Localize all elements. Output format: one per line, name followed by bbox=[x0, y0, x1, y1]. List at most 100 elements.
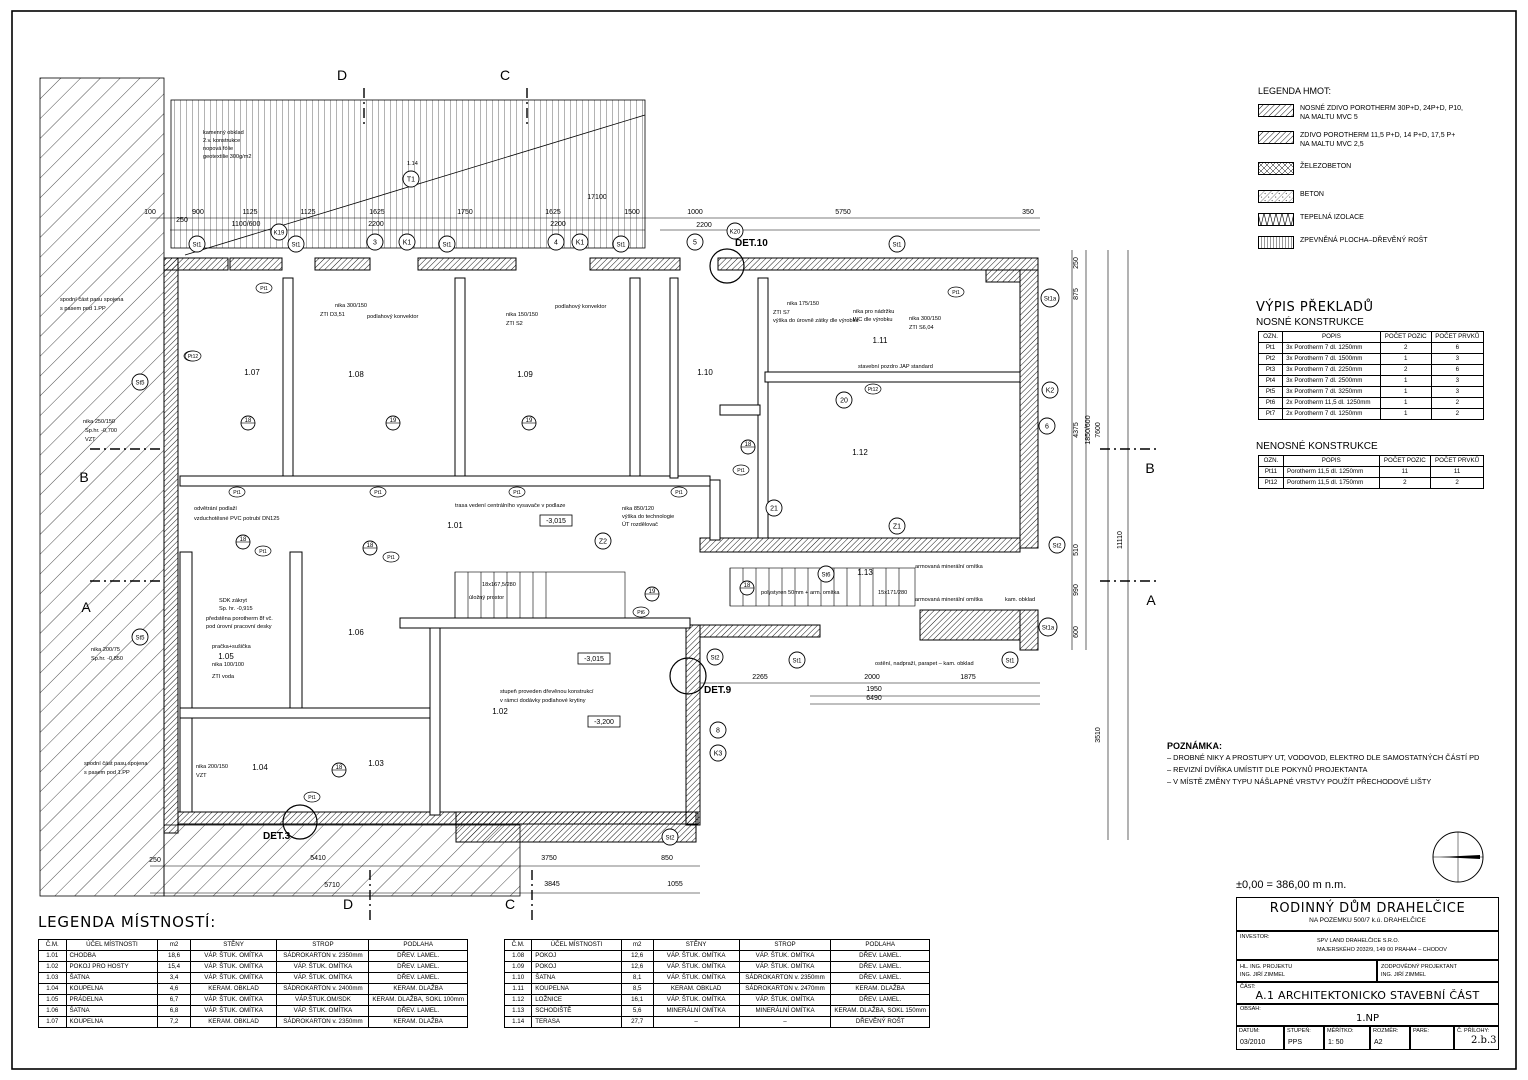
non-load-bearing-title: NENOSNÉ KONSTRUKCE bbox=[1256, 441, 1378, 452]
title-field-value: 2.b.3 bbox=[1471, 1035, 1497, 1046]
material-swatch bbox=[1258, 190, 1294, 203]
callout-circle bbox=[1048, 536, 1066, 554]
table-header-cell: POČET PRVKŮ bbox=[1430, 331, 1485, 343]
walls bbox=[163, 257, 1039, 843]
part-label: ČÁST: bbox=[1240, 984, 1256, 990]
dimension-right: 4375 bbox=[1073, 422, 1080, 438]
callout-circle bbox=[594, 532, 612, 550]
plan-note: kam. obklad bbox=[1005, 597, 1035, 603]
lintel-tag-oval bbox=[508, 486, 526, 498]
table-cell: 3x Porotherm 7 dl. 1500mm bbox=[1282, 353, 1381, 365]
table-header-cell: POPIS bbox=[1282, 455, 1380, 467]
callout-label: St1a bbox=[1044, 297, 1057, 303]
title-field-label: DATUM: bbox=[1239, 1028, 1260, 1034]
plan-note: podlahový konvektor bbox=[367, 314, 418, 320]
plan-note: ZTI S2 bbox=[506, 321, 523, 327]
table-cell: 15,4 bbox=[157, 961, 191, 973]
lintel-tag-oval bbox=[864, 383, 882, 395]
callout-circle bbox=[131, 628, 149, 646]
lintel-tag: Pt1 bbox=[952, 290, 960, 296]
section-mark: A bbox=[1146, 592, 1156, 608]
callout-label: St6 bbox=[821, 573, 831, 579]
callout-label: 3 bbox=[373, 240, 377, 247]
title-box: RODINNÝ DŮM DRAHELČICE NA POZEMKU 500/7 … bbox=[1236, 897, 1499, 931]
callout-circle bbox=[888, 517, 906, 535]
table-cell: KERAM. DLAŽBA, SOKL 150mm bbox=[830, 1005, 930, 1017]
content-box: OBSAH: 1.NP bbox=[1236, 1004, 1499, 1026]
table-cell: VÁP. ŠTUK. OMÍTKA bbox=[189, 950, 278, 962]
note-line: – REVIZNÍ DVÍŘKA UMÍSTIT DLE POKYNŮ PROJ… bbox=[1167, 765, 1368, 774]
lintel-tag: Pt6 bbox=[637, 610, 645, 616]
title-field-value: 1: 50 bbox=[1328, 1039, 1344, 1046]
table-cell: DŘEVĚNÝ ROŠT bbox=[830, 1016, 930, 1028]
callout-label: K2 bbox=[1046, 388, 1055, 395]
table-cell: KERAM. OBKLAD bbox=[652, 983, 740, 995]
plan-note: 15x171/280 bbox=[878, 590, 907, 596]
callout-circle bbox=[1038, 417, 1056, 435]
callout-label: St2 bbox=[710, 656, 720, 662]
lintel-tag: Pt12 bbox=[868, 387, 879, 393]
head-engineer-name: ING. JIŘÍ ZIMMEL bbox=[1240, 972, 1285, 978]
callout-circle bbox=[765, 499, 783, 517]
lintel-tag: Pt1 bbox=[374, 490, 382, 496]
dimension-lines bbox=[150, 217, 1129, 894]
plan-note: nika pro nádržku bbox=[853, 309, 894, 315]
plan-note: Sp.hr. -0,700 bbox=[85, 428, 117, 434]
title-field: Č. PŘÍLOHY:2.b.3 bbox=[1454, 1026, 1499, 1050]
section-mark: A bbox=[81, 599, 91, 615]
plan-note: spodní část pasu spojena bbox=[60, 297, 124, 303]
table-header-cell: STĚNY bbox=[652, 939, 740, 951]
table-header-cell: POPIS bbox=[1282, 331, 1381, 343]
title-field-label: PARE: bbox=[1413, 1028, 1430, 1034]
investor-label: INVESTOR: bbox=[1240, 934, 1270, 940]
lintel-tag-oval bbox=[670, 486, 688, 498]
plan-note: stupeň proveden dřevěnou konstrukcí bbox=[500, 689, 594, 695]
table-cell: 2 bbox=[1430, 408, 1485, 420]
note-line: – DROBNÉ NIKY A PROSTUPY UT, VODOVOD, EL… bbox=[1167, 753, 1480, 762]
table-cell: VÁP. ŠTUK. OMÍTKA bbox=[276, 961, 370, 973]
table-cell: 5,6 bbox=[620, 1005, 654, 1017]
table-header-cell: m2 bbox=[157, 939, 191, 951]
lintel-tag: Pt1 bbox=[387, 555, 395, 561]
lintel-tag-oval bbox=[369, 486, 387, 498]
section-mark: C bbox=[500, 67, 510, 83]
table-cell: 3x Porotherm 7 dl. 2250mm bbox=[1282, 364, 1381, 376]
table-cell: 1.07 bbox=[38, 1016, 67, 1028]
table-cell: 6,7 bbox=[157, 994, 191, 1006]
table-cell: KERAM. OBKLAD bbox=[189, 1016, 278, 1028]
plan-note: 18x167,5/280 bbox=[482, 582, 516, 588]
table-cell: SÁDROKARTON v. 2470mm bbox=[738, 983, 832, 995]
table-cell: VÁP. ŠTUK. OMÍTKA bbox=[189, 994, 278, 1006]
table-cell: 1.08 bbox=[503, 950, 533, 962]
room-number: 1.02 bbox=[492, 707, 508, 716]
callout-circle bbox=[398, 233, 416, 251]
table-cell: Pt12 bbox=[1258, 477, 1284, 489]
table-cell: KOUPELNA bbox=[65, 983, 159, 995]
plan-note: stavební pozdro JAP standard bbox=[858, 364, 933, 370]
plan-note: kamenný obklad bbox=[203, 130, 244, 136]
callout-label: Z1 bbox=[893, 524, 901, 531]
callout-circle bbox=[571, 233, 589, 251]
table-header-cell: PODLAHA bbox=[368, 939, 468, 951]
table-cell: 1.10 bbox=[503, 972, 533, 984]
detail-mark: DET.9 bbox=[704, 685, 732, 696]
table-header-cell: PODLAHA bbox=[830, 939, 930, 951]
table-cell: 1.09 bbox=[503, 961, 533, 973]
callout-label: Z2 bbox=[599, 539, 607, 546]
plan-note: nika 100/100 bbox=[212, 662, 244, 668]
plan-note: VZT bbox=[196, 773, 207, 779]
legend-material-item: ZDIVO POROTHERM 11,5 P+D, 14 P+D, 17,5 P… bbox=[1258, 131, 1455, 149]
table-cell: KOUPELNA bbox=[65, 1016, 159, 1028]
part-box: ČÁST: A.1 ARCHITEKTONICKO STAVEBNÍ ČÁST bbox=[1236, 982, 1499, 1004]
legend-material-label: ZPEVNĚNÁ PLOCHA–DŘEVĚNÝ ROŠT bbox=[1300, 237, 1428, 244]
plan-note: ZTI voda bbox=[212, 674, 235, 680]
callout-circle bbox=[402, 170, 420, 188]
plan-note: s pasem pod 1.PP bbox=[84, 770, 130, 776]
table-cell: 12,6 bbox=[620, 950, 654, 962]
